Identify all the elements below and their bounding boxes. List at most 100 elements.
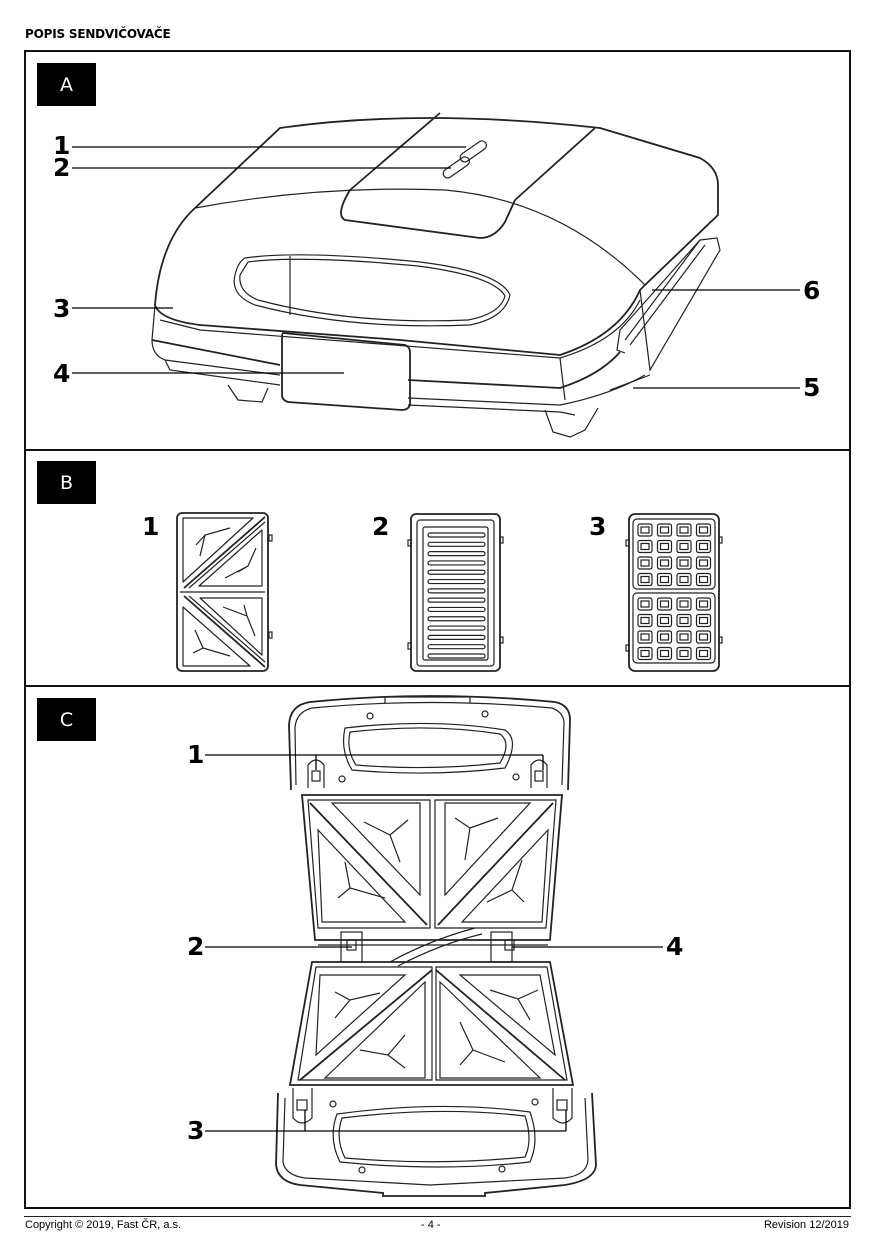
grill-groove bbox=[427, 616, 486, 622]
callout-a-2: 2 bbox=[53, 153, 71, 182]
waffle-cell-inner bbox=[640, 616, 650, 625]
section-divider-ab bbox=[24, 449, 849, 451]
waffle-cell bbox=[676, 523, 692, 537]
footer-copyright: Copyright © 2019, Fast ČR, a.s. bbox=[25, 1219, 182, 1231]
waffle-cell bbox=[637, 613, 653, 628]
callout-a-3: 3 bbox=[53, 294, 71, 323]
waffle-cell bbox=[695, 597, 712, 611]
footer-rule bbox=[24, 1216, 851, 1217]
grill-groove bbox=[427, 625, 486, 631]
waffle-cell-inner bbox=[659, 575, 670, 584]
callout-b-1: 1 bbox=[142, 512, 160, 541]
figure-frame bbox=[24, 50, 851, 1209]
waffle-cell-inner bbox=[679, 600, 689, 608]
waffle-plate-tab bbox=[718, 536, 723, 544]
waffle-cell bbox=[676, 539, 692, 554]
waffle-cell bbox=[656, 613, 673, 628]
grill-groove bbox=[427, 578, 486, 585]
waffle-cell bbox=[637, 572, 653, 587]
section-label-b: B bbox=[37, 461, 96, 504]
grill-groove bbox=[427, 532, 486, 538]
waffle-cell bbox=[656, 597, 673, 611]
callout-b-2: 2 bbox=[372, 512, 390, 541]
waffle-plate-tab bbox=[625, 644, 630, 652]
grill-plate-tab bbox=[407, 539, 412, 547]
sandwich-plate bbox=[176, 512, 273, 672]
waffle-cell bbox=[637, 646, 653, 661]
waffle-cell bbox=[656, 523, 673, 537]
waffle-cell-inner bbox=[659, 649, 670, 658]
waffle-cell bbox=[695, 630, 712, 644]
waffle-block bbox=[632, 518, 716, 590]
grill-groove bbox=[427, 541, 486, 547]
callout-c-2: 2 bbox=[187, 932, 205, 961]
callout-c-3: 3 bbox=[187, 1116, 205, 1145]
waffle-cell-inner bbox=[698, 575, 709, 584]
grill-plate-tab bbox=[499, 636, 504, 644]
grill-groove bbox=[427, 569, 486, 575]
waffle-cell-inner bbox=[679, 575, 689, 584]
waffle-cell bbox=[637, 539, 653, 554]
waffle-cell-inner bbox=[640, 649, 650, 658]
waffle-cell-inner bbox=[698, 600, 709, 608]
grill-plate-tab bbox=[499, 536, 504, 544]
callout-c-4: 4 bbox=[666, 932, 684, 961]
grill-groove bbox=[427, 644, 486, 650]
waffle-cell-inner bbox=[698, 633, 709, 641]
waffle-cell-inner bbox=[640, 633, 650, 641]
grill-groove bbox=[427, 597, 486, 603]
waffle-cell-inner bbox=[640, 575, 650, 584]
waffle-cell bbox=[695, 646, 712, 661]
grill-plate-tab bbox=[407, 642, 412, 650]
callout-a-6: 6 bbox=[803, 276, 821, 305]
waffle-cell-inner bbox=[679, 616, 689, 625]
waffle-cell bbox=[637, 597, 653, 611]
waffle-cell bbox=[656, 539, 673, 554]
waffle-cell-inner bbox=[698, 526, 709, 534]
waffle-cell bbox=[676, 597, 692, 611]
waffle-cell-inner bbox=[679, 633, 689, 641]
grill-plate-rim bbox=[416, 519, 495, 667]
footer-page-number: - 4 - bbox=[421, 1219, 441, 1231]
grill-groove bbox=[427, 606, 486, 613]
callout-a-1: 1 bbox=[53, 131, 71, 160]
grill-groove bbox=[427, 634, 486, 640]
waffle-cell-inner bbox=[659, 526, 670, 534]
waffle-plate-outline bbox=[628, 513, 720, 672]
waffle-cell-inner bbox=[640, 559, 650, 567]
waffle-cell bbox=[637, 630, 653, 644]
waffle-cell bbox=[676, 646, 692, 661]
waffle-cell-inner bbox=[698, 616, 709, 625]
page-heading: POPIS SENDVIČOVAČE bbox=[25, 27, 171, 41]
waffle-cell-inner bbox=[640, 600, 650, 608]
callout-b-3: 3 bbox=[589, 512, 607, 541]
section-label-c: C bbox=[37, 698, 96, 741]
waffle-cell-inner bbox=[659, 542, 670, 551]
waffle-cell-inner bbox=[698, 559, 709, 567]
grill-groove bbox=[427, 588, 486, 594]
grill-plate-surface bbox=[422, 526, 489, 661]
waffle-cell-inner bbox=[679, 542, 689, 551]
waffle-cell bbox=[656, 572, 673, 587]
waffle-cell-inner bbox=[659, 559, 670, 567]
waffle-cell bbox=[695, 539, 712, 554]
waffle-cell-inner bbox=[640, 542, 650, 551]
waffle-block bbox=[632, 592, 716, 664]
callout-c-1: 1 bbox=[187, 740, 205, 769]
waffle-cell bbox=[676, 630, 692, 644]
section-divider-bc bbox=[24, 685, 849, 687]
waffle-cell bbox=[695, 523, 712, 537]
waffle-cell bbox=[656, 556, 673, 570]
waffle-cell-inner bbox=[698, 649, 709, 658]
footer-revision: Revision 12/2019 bbox=[763, 1219, 849, 1231]
waffle-cell-inner bbox=[659, 633, 670, 641]
waffle-cell bbox=[637, 556, 653, 570]
grill-plate bbox=[407, 513, 504, 672]
section-label-a: A bbox=[37, 63, 96, 106]
waffle-cell-inner bbox=[659, 600, 670, 608]
waffle-cell-inner bbox=[679, 649, 689, 658]
callout-a-4: 4 bbox=[53, 359, 71, 388]
